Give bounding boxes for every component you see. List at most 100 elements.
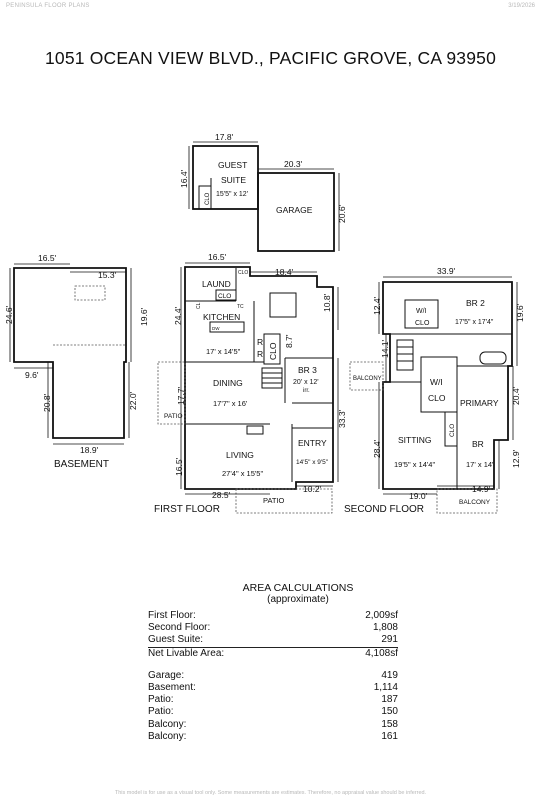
side-patio [157, 361, 186, 425]
primary-clo [444, 411, 458, 447]
area-row: Garage: 419 [148, 670, 398, 682]
ff-dim-guest-top: 17.8' [215, 132, 234, 142]
area-row: Balcony: 158 [148, 719, 398, 731]
br-label: BR [472, 439, 484, 449]
living-label: LIVING [226, 450, 254, 460]
laund-clo-label: CLO [218, 293, 231, 300]
sf-dim-left-mid: 14.1' [380, 339, 390, 358]
second-floor-outline [382, 281, 513, 490]
r2-label: R [257, 349, 263, 359]
first-floor-label: FIRST FLOOR [154, 504, 220, 515]
master-wi-closet [420, 356, 458, 413]
br2-wi-closet [404, 299, 439, 329]
entry-dims: 14'5" x 9'5" [296, 459, 329, 466]
area-row-value: 161 [381, 730, 398, 742]
ff-dim-bottom-right: 10.2' [303, 484, 322, 494]
basement-stairs [74, 285, 106, 301]
wi-a-label: W/I [416, 308, 427, 315]
ff-dim-main-top: 16.5' [208, 252, 227, 262]
ff-dim-left-mid: 17.7' [176, 386, 186, 405]
primary-label: PRIMARY [460, 398, 499, 408]
side-balcony [349, 361, 384, 391]
dining-dims: 17'7" x 16' [213, 399, 248, 408]
area-net-value: 4,108sf [365, 647, 398, 659]
clo-v-label: CLO [268, 342, 278, 360]
area-net-row: Net Livable Area: 4,108sf [148, 648, 398, 660]
area-row-value: 1,114 [373, 682, 398, 694]
area-row-value: 2,009sf [365, 610, 398, 621]
area-row-label: First Floor: [148, 610, 196, 621]
first-floor-outline [184, 266, 334, 490]
area-row-value: 158 [381, 718, 398, 730]
living-dims: 27'4" x 15'5" [222, 469, 263, 478]
bsmt-dim-left: 24.6' [4, 305, 14, 324]
br3-dims: 20' x 12' [293, 379, 319, 386]
sf-dim-bottom: 19.0' [409, 491, 428, 501]
page-title: 1051 OCEAN VIEW BLVD., PACIFIC GROVE, CA… [44, 48, 497, 68]
ff-dim-right-mid: 33.3' [337, 409, 347, 428]
suite-label: SUITE [221, 175, 246, 185]
area-row: Patio: 187 [148, 694, 398, 706]
guest-clo [198, 185, 212, 210]
area-subtitle: (approximate) [267, 594, 329, 605]
tc-label: TC [237, 304, 244, 310]
area-net-label: Net Livable Area: [148, 647, 225, 659]
bsmt-dim-right-lower: 22.0' [128, 391, 138, 410]
sf-dim-bottom-right: 14.9' [472, 484, 491, 494]
sf-dim-right-upper: 19.6' [515, 303, 525, 322]
bsmt-dim-left-lower: 20.8' [42, 393, 52, 412]
first-floor-stairs [261, 367, 283, 389]
ff-dim-bottom: 28.5' [212, 490, 231, 500]
clo-a-label: CLO [415, 320, 430, 327]
ff-dim-left-upper: 24.4' [173, 306, 183, 325]
laund-label: LAUND [202, 279, 231, 289]
area-row: Balcony: 161 [148, 731, 398, 743]
area-row: Guest Suite: 291 [148, 634, 398, 648]
area-row: Basement: 1,114 [148, 682, 398, 694]
sf-dim-right-mid: 20.4' [511, 386, 521, 405]
suite-dims: 15'5" x 12' [216, 191, 248, 198]
clo-c-label: CLO [449, 424, 456, 437]
clo-box [263, 333, 281, 365]
ff-dim-mid-top: 18.4' [275, 267, 294, 277]
area-row-label: Second Floor: [148, 622, 211, 634]
second-floor-stairs [396, 339, 414, 371]
sf-dim-right-lower: 12.9' [511, 449, 521, 468]
balcony-left-label: BALCONY [353, 376, 382, 382]
area-row: Second Floor: 1,808 [148, 622, 398, 634]
area-row-label: Balcony: [148, 718, 187, 730]
cl-label: CL [196, 302, 202, 309]
bottom-balcony [436, 488, 498, 514]
basement-label: BASEMENT [54, 459, 109, 470]
area-row: First Floor: 2,009sf [148, 610, 398, 622]
sf-dim-left-lower: 28.4' [372, 439, 382, 458]
date-header: 3/19/2026 [508, 3, 535, 9]
bsmt-dim-top-right: 15.3' [98, 270, 117, 280]
dining-label: DINING [213, 378, 243, 388]
sitting-label: SITTING [398, 435, 432, 445]
bsmt-dim-right-upper: 19.6' [139, 307, 149, 326]
ff-dim-right-step: 10.8' [322, 293, 332, 312]
guest-label: GUEST [218, 160, 247, 170]
bathtub [479, 351, 507, 365]
ff-dim-garage-right: 20.6' [337, 204, 347, 223]
br3-label: BR 3 [298, 365, 317, 375]
area-row-value: 1,808 [372, 622, 398, 634]
area-calculations: AREA CALCULATIONS (approximate) First Fl… [148, 582, 398, 743]
area-row-label: Garage: [148, 669, 185, 681]
ff-dim-guest-left: 16.4' [179, 169, 189, 188]
bsmt-dim-bottom: 18.9' [80, 445, 99, 455]
disclaimer-footer: This model is for use as a visual tool o… [114, 790, 427, 796]
area-row-label: Patio: [148, 694, 174, 706]
entry-label: ENTRY [298, 438, 327, 448]
ff-dim-garage-top: 20.3' [284, 159, 303, 169]
area-title: AREA CALCULATIONS [242, 582, 354, 594]
kitchen-dims: 17' x 14'5" [206, 347, 241, 356]
area-row-value: 187 [381, 694, 398, 706]
br2-label: BR 2 [466, 298, 485, 308]
ff-dim-left-lower: 16.5' [174, 457, 184, 476]
sf-dim-top: 33.9' [437, 266, 456, 276]
floor-plan-drawing: 16.5' 15.3' 24.6' 19.6' 9.6' 20.8' 22.0'… [4, 132, 525, 515]
bsmt-dim-step: 9.6' [25, 370, 39, 380]
garage-label: GARAGE [276, 205, 313, 215]
